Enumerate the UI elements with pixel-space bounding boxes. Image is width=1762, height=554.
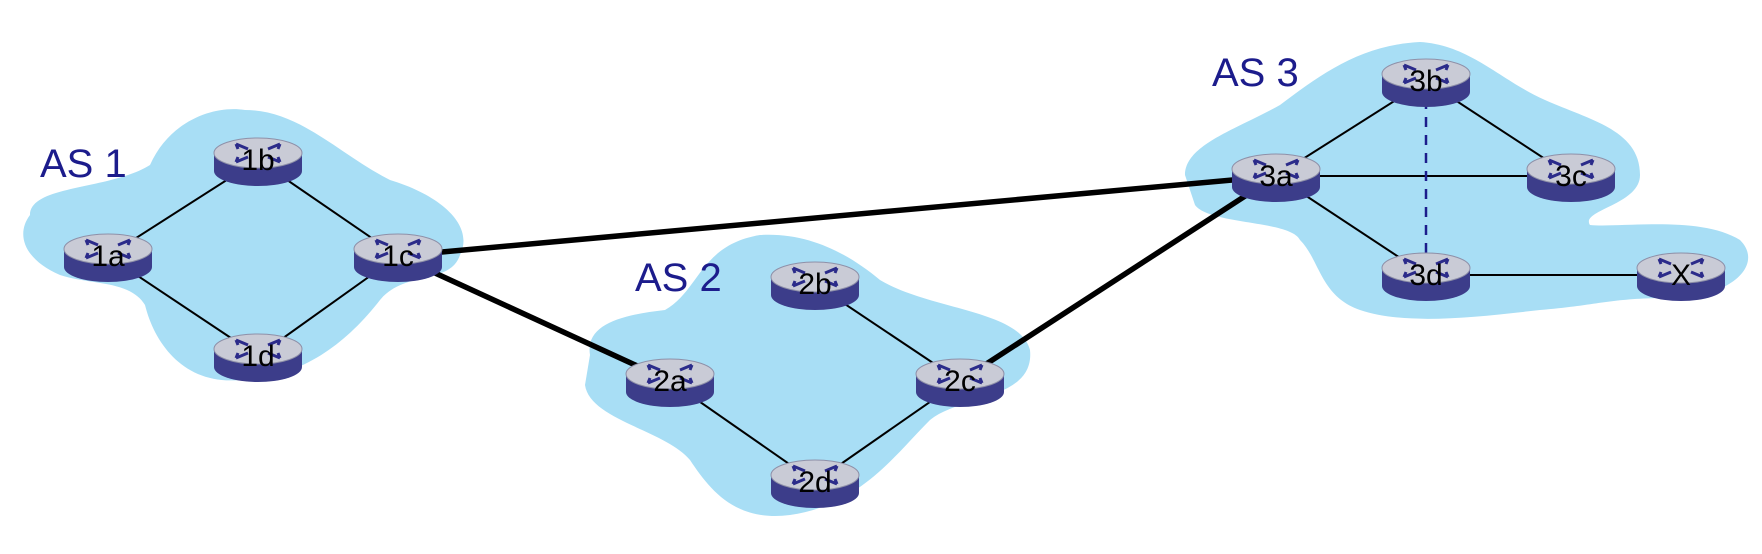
router-label: 1c xyxy=(382,240,414,273)
router-2a[interactable]: 2a xyxy=(624,357,716,409)
router-label: 2c xyxy=(944,365,976,398)
router-label: 3d xyxy=(1409,259,1442,292)
link-2c-3a xyxy=(958,173,1278,384)
router-1b[interactable]: 1b xyxy=(212,136,304,188)
router-3b[interactable]: 3b xyxy=(1380,57,1472,109)
router-label: 1a xyxy=(91,240,125,273)
router-1c[interactable]: 1c xyxy=(352,232,444,284)
router-3c[interactable]: 3c xyxy=(1525,152,1617,204)
router-label: 2b xyxy=(798,268,831,301)
routers-layer: 1a 1b 1c 1d 2a 2b 2c 2d xyxy=(62,57,1727,510)
router-x[interactable]: X xyxy=(1635,251,1727,303)
router-1d[interactable]: 1d xyxy=(212,332,304,384)
router-label: 2d xyxy=(798,466,831,499)
router-label: 2a xyxy=(653,365,687,398)
router-label: 1b xyxy=(241,144,274,177)
as2-label: AS 2 xyxy=(635,256,722,300)
router-2d[interactable]: 2d xyxy=(769,458,861,510)
router-3a[interactable]: 3a xyxy=(1230,152,1322,204)
router-label: 3a xyxy=(1259,160,1293,193)
router-label: 3c xyxy=(1555,160,1587,193)
router-2c[interactable]: 2c xyxy=(914,357,1006,409)
router-1a[interactable]: 1a xyxy=(62,232,154,284)
as1-cloud xyxy=(23,109,464,381)
router-label: 1d xyxy=(241,340,274,373)
as1-label: AS 1 xyxy=(40,142,127,186)
router-2b[interactable]: 2b xyxy=(769,260,861,312)
as3-cloud xyxy=(1185,42,1749,319)
as2-cloud xyxy=(585,234,1031,516)
router-label: X xyxy=(1671,259,1691,292)
link-1c-3a xyxy=(397,173,1277,259)
link-1c-2a xyxy=(396,253,672,384)
as3-label: AS 3 xyxy=(1212,51,1299,95)
router-3d[interactable]: 3d xyxy=(1380,251,1472,303)
router-label: 3b xyxy=(1409,65,1442,98)
